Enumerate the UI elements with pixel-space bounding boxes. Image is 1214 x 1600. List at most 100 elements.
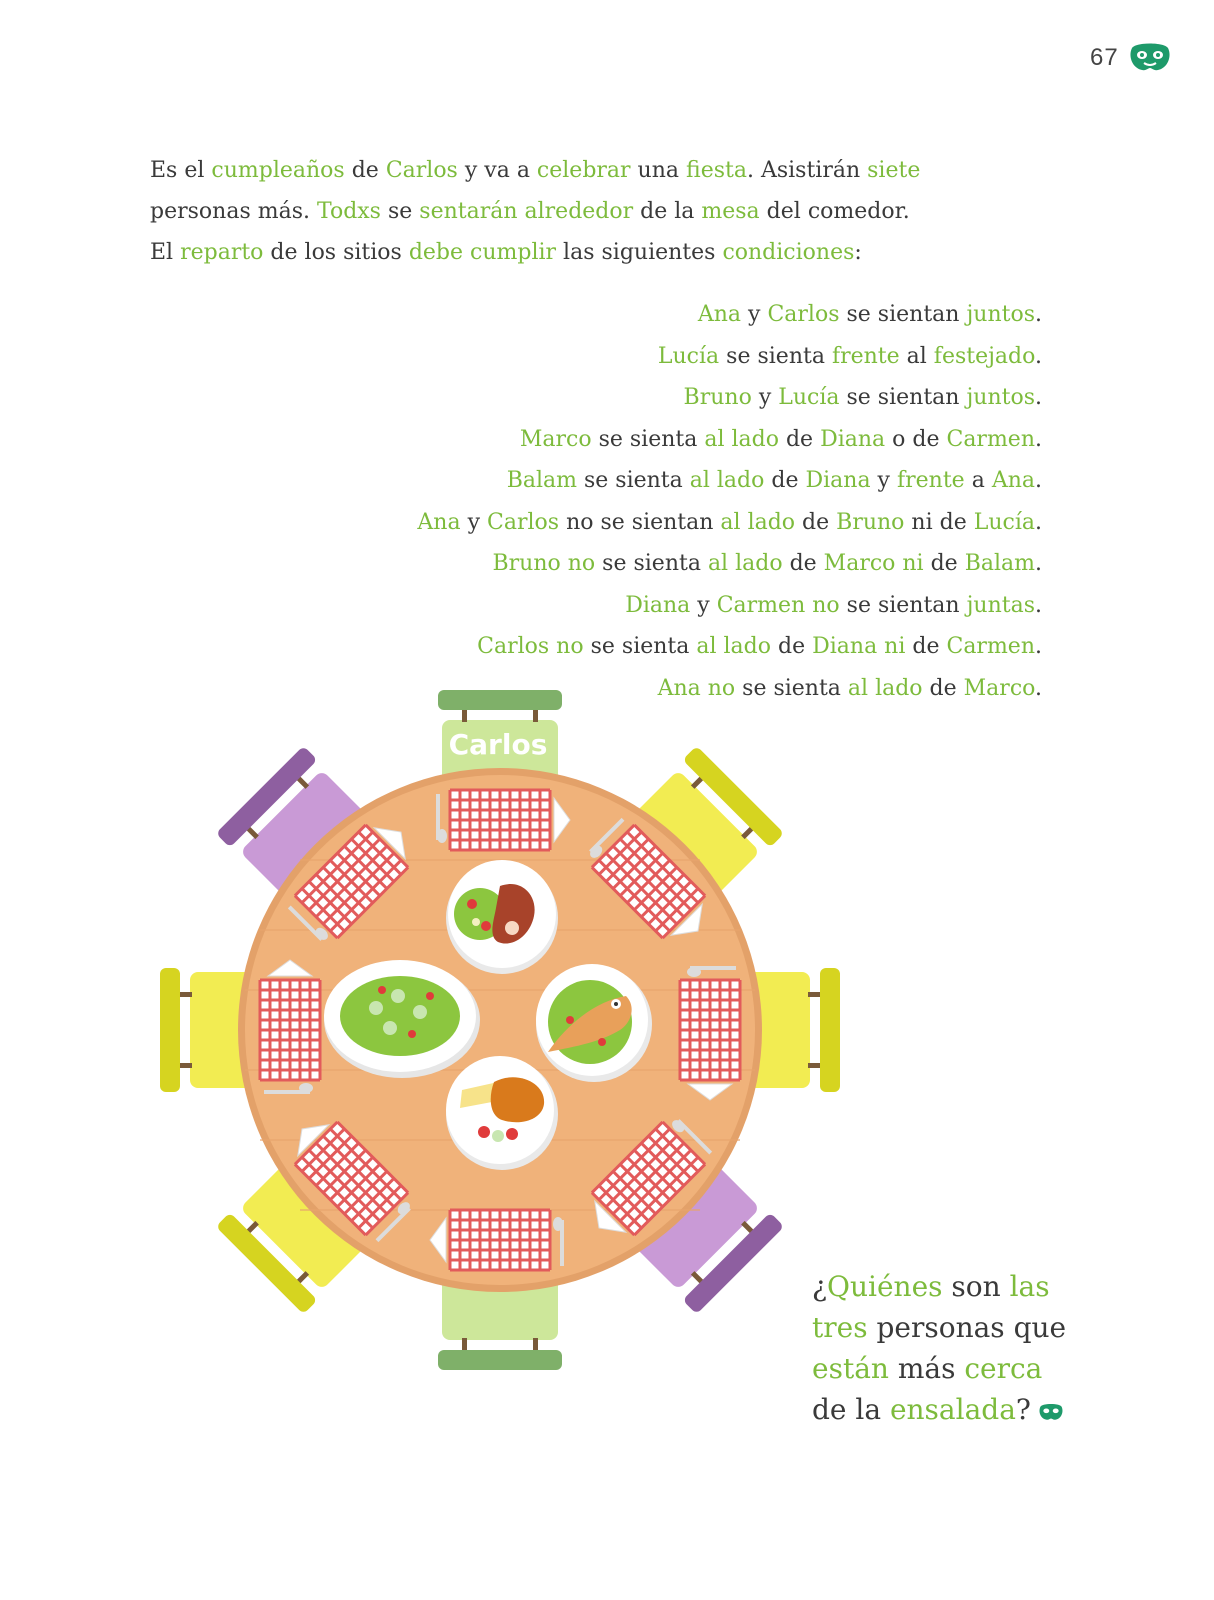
highlighted-word: juntos [966, 302, 1035, 327]
highlighted-word: Ana [697, 302, 742, 327]
text-segment: . [1035, 302, 1042, 327]
highlighted-word: al lado [707, 551, 783, 576]
question-line: están más cerca [812, 1348, 1066, 1389]
spoon [553, 1217, 563, 1231]
fork [375, 1206, 411, 1243]
highlighted-word: Ana no [657, 675, 736, 701]
spoon [687, 967, 701, 977]
text-segment: ni de [904, 509, 974, 535]
highlighted-word: Diana [805, 468, 871, 493]
spoon [315, 927, 328, 940]
text-segment: personas que [867, 1311, 1067, 1344]
highlighted-word: cumpleaños [211, 158, 345, 183]
highlighted-word: Bruno no [492, 551, 596, 576]
highlighted-word: condiciones [722, 240, 855, 265]
text-segment: de [778, 426, 821, 452]
placemat [590, 1119, 713, 1237]
text-segment: . [1035, 592, 1042, 618]
highlighted-word: Quiénes [827, 1270, 943, 1303]
chair-leg [462, 706, 467, 722]
napkin [372, 827, 406, 861]
highlighted-word: Bruno [836, 509, 905, 535]
placemat-stripe [293, 823, 367, 897]
highlighted-word: Carlos [487, 509, 560, 535]
highlighted-word: Marco [519, 426, 592, 452]
text-segment: de la [812, 1393, 890, 1426]
text-segment: y [690, 592, 717, 618]
text-segment: se sienta [735, 675, 848, 701]
condition-item: Marco se sienta al lado de Diana o de Ca… [417, 419, 1042, 461]
text-segment: de [905, 634, 947, 659]
question-line: ¿Quiénes son las [812, 1266, 1066, 1307]
placemat-stripe [597, 1127, 671, 1201]
highlighted-word: Lucía [657, 343, 720, 369]
placemat-stripe [336, 866, 410, 940]
fork [589, 817, 625, 854]
chair-leg [462, 1338, 467, 1354]
chair-seat [624, 1154, 757, 1287]
condition-item: Ana y Carlos no se sientan al lado de Br… [417, 502, 1042, 544]
napkin [429, 1216, 447, 1264]
placemat-stripe [590, 866, 664, 940]
chair-seat [243, 773, 376, 906]
condition-item: Ana y Carlos se sientan juntos. [417, 294, 1042, 336]
chair [218, 748, 376, 906]
page-number: 67 [1090, 44, 1119, 71]
highlighted-word: las [1009, 1270, 1050, 1303]
highlighted-word: al lado [704, 426, 779, 452]
placemat-stripe [605, 852, 678, 925]
text-segment: y [751, 385, 779, 410]
text-segment: . [1035, 468, 1042, 493]
highlighted-word: al lado [689, 468, 765, 493]
text-segment: de [795, 509, 837, 535]
condition-item: Lucía se sienta frente al festejado. [417, 336, 1042, 378]
text-segment: se sienta [595, 551, 708, 576]
highlighted-word: Carlos [767, 302, 840, 327]
text-segment: . [1035, 675, 1042, 701]
text-segment: se sienta [591, 426, 705, 452]
placemat-stripe [612, 1142, 685, 1215]
spoon [590, 845, 603, 858]
highlighted-word: al lado [696, 634, 772, 659]
placemat-stripe [336, 1120, 410, 1194]
text-segment: de la [633, 199, 702, 224]
seat-label-carlos: Carlos [449, 728, 548, 761]
text-segment: de [923, 551, 965, 576]
highlighted-word: Marco ni [823, 551, 924, 576]
text-segment: se sienta [576, 468, 690, 493]
text-segment: . [1035, 343, 1042, 369]
highlighted-word: juntas [966, 592, 1035, 618]
highlighted-word: festejado [933, 343, 1035, 369]
text-segment: personas más. [150, 199, 317, 224]
highlighted-word: Carlos no [477, 634, 584, 659]
text-segment: se sienta [719, 343, 832, 369]
text-segment: El [150, 240, 181, 265]
placemat-stripe [626, 1156, 700, 1230]
placemat-stripe [315, 1142, 388, 1215]
condition-item: Carlos no se sienta al lado de Diana ni … [417, 626, 1042, 668]
placemat-stripe [626, 830, 700, 904]
text-segment: y [741, 302, 768, 327]
text-segment: : [854, 240, 862, 265]
placemat [293, 1120, 411, 1243]
placemat-stripe [597, 859, 671, 933]
highlighted-word: ensalada [889, 1393, 1016, 1426]
highlighted-word: Diana [820, 426, 886, 452]
highlighted-word: al lado [720, 509, 796, 535]
intro-line: personas más. Todxs se sentarán alrededo… [150, 191, 1050, 232]
placemat-stripe [293, 1163, 367, 1237]
napkin [686, 1083, 734, 1101]
chair [218, 1154, 376, 1312]
chair-back [820, 968, 840, 1092]
placemat-stripe [300, 830, 374, 904]
highlighted-word: juntos [966, 385, 1035, 410]
highlighted-word: frente [896, 468, 965, 493]
highlighted-word: Bruno [683, 385, 752, 410]
intro-line: El reparto de los sitios debe cumplir la… [150, 232, 1050, 273]
fork [436, 794, 440, 840]
highlighted-word: están [812, 1352, 889, 1385]
text-segment: se sientan [839, 592, 967, 618]
chair-seat [624, 773, 757, 906]
highlighted-word: tres [812, 1311, 868, 1344]
chair-seat [243, 1154, 376, 1287]
